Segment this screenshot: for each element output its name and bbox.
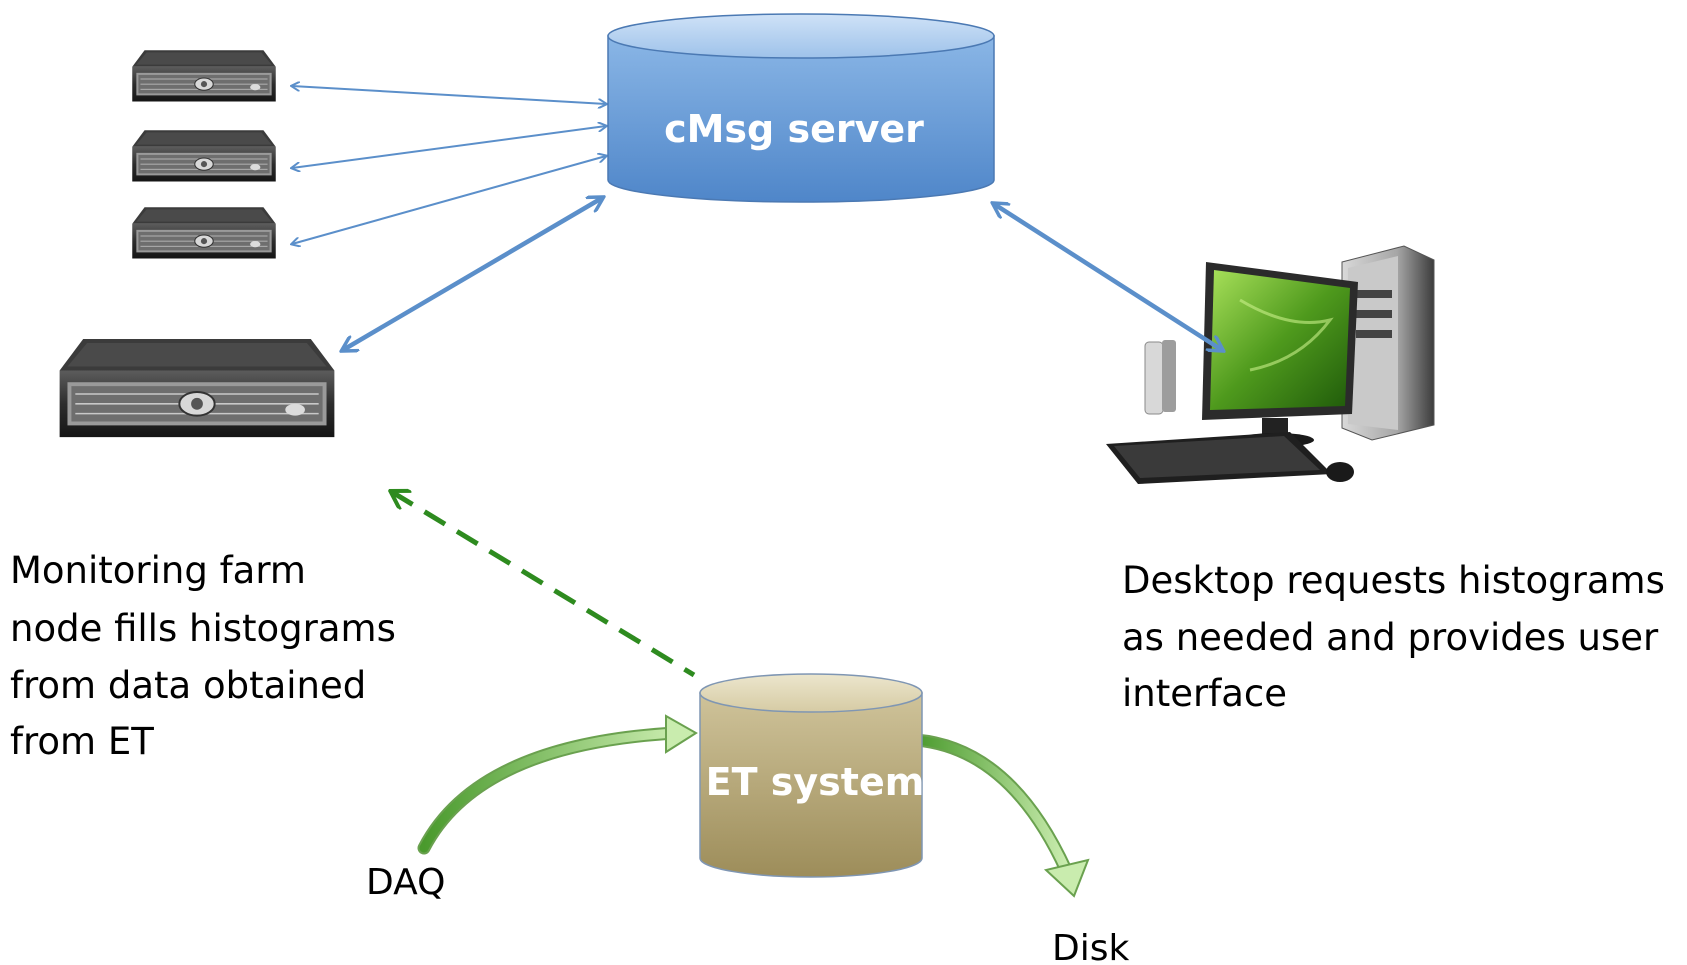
- cmsg-server-cylinder: cMsg server: [607, 13, 995, 203]
- desktop-computer-icon: [1106, 245, 1435, 484]
- connection-arrow: [343, 198, 602, 350]
- et-system-cylinder: ET system: [699, 673, 925, 878]
- monitoring-caption-line: from data obtained: [10, 664, 366, 707]
- data-flow-dashed-arrow: [392, 492, 696, 678]
- monitoring-caption-line: node fills histograms: [10, 607, 396, 650]
- disk-label: Disk: [1052, 928, 1129, 965]
- connection-arrow: [292, 126, 606, 168]
- connection-arrow: [292, 156, 606, 244]
- monitoring-caption-line: Monitoring farm: [10, 549, 306, 592]
- rack-server-icon: [131, 206, 277, 260]
- cmsg-server-label: cMsg server: [664, 107, 924, 151]
- monitoring-caption-line: from ET: [10, 720, 154, 763]
- rack-server-icon: [58, 337, 336, 439]
- daq-label: DAQ: [366, 862, 445, 903]
- connection-arrow: [292, 86, 606, 104]
- desktop-caption-line: Desktop requests histograms: [1122, 559, 1665, 602]
- desktop-caption: Desktop requests histograms as needed an…: [1122, 559, 1665, 715]
- daq-flow-arrow: [417, 714, 698, 855]
- desktop-caption-line: interface: [1122, 672, 1287, 715]
- connection-arrow: [994, 204, 1222, 350]
- desktop-caption-line: as needed and provides user: [1122, 616, 1659, 659]
- et-system-label: ET system: [706, 760, 925, 804]
- rack-server-icon: [131, 129, 277, 183]
- rack-server-icon: [131, 49, 277, 103]
- disk-flow-arrow: [909, 733, 1090, 898]
- monitoring-caption: Monitoring farm node fills histograms fr…: [10, 549, 396, 763]
